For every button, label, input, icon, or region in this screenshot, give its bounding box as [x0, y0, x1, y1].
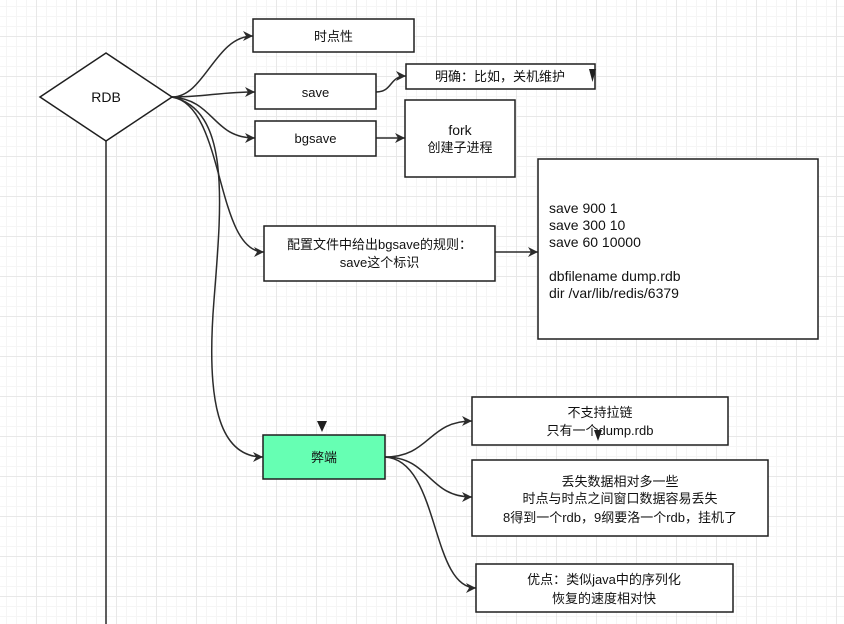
node-drawbacks[interactable]: 弊端 [262, 421, 386, 480]
save-note-label: 明确：比如，关机维护 [435, 69, 565, 84]
advantages-line-2: 恢复的速度相对快 [552, 591, 656, 606]
save-box [254, 73, 377, 110]
save-label: save [302, 85, 329, 100]
node-fork[interactable]: fork 创建子进程 [404, 99, 516, 178]
advantages-line-1: 优点：类似java中的序列化 [527, 572, 681, 587]
node-bgsave[interactable]: bgsave [254, 120, 377, 157]
no-zipper-line-1: 不支持拉链 [567, 405, 632, 420]
node-no-zipper[interactable]: 不支持拉链 只有一个dump.rdb [471, 396, 729, 446]
bgsave-box [254, 120, 377, 157]
no-zipper-box [471, 396, 729, 446]
bgsave-label: bgsave [295, 131, 337, 146]
drawbacks-box [262, 434, 386, 480]
node-rdb[interactable]: RDB [38, 52, 174, 142]
edge-rdb-to-timepoint[interactable] [171, 31, 254, 98]
edge-drawbacks-to-data-loss[interactable] [384, 456, 473, 502]
rdb-diamond [38, 52, 174, 142]
drawbacks-stray-arrow [317, 421, 327, 432]
config-file-line-1: save 900 1 [549, 200, 618, 216]
node-timepoint[interactable]: 时点性 [252, 18, 415, 53]
config-file-line-4: dbfilename dump.rdb [549, 268, 681, 284]
edge-drawbacks-to-no-zipper[interactable] [384, 416, 473, 458]
node-advantages[interactable]: 优点：类似java中的序列化 恢复的速度相对快 [475, 563, 734, 613]
fork-box [404, 99, 516, 178]
config-rule-line-2: save这个标识 [340, 255, 419, 270]
node-config-file[interactable]: save 900 1 save 300 10 save 60 10000 dbf… [537, 158, 819, 340]
node-save-note[interactable]: 明确：比如，关机维护 [405, 63, 596, 90]
edge-rdb-to-drawbacks[interactable] [171, 96, 264, 462]
config-file-line-2: save 300 10 [549, 217, 625, 233]
config-file-line-3: save 60 10000 [549, 234, 641, 250]
edge-drawbacks-to-advantages[interactable] [384, 456, 477, 593]
fork-label-line-2: 创建子进程 [427, 140, 492, 155]
node-config-rule[interactable]: 配置文件中给出bgsave的规则： save这个标识 [263, 225, 496, 282]
timepoint-label: 时点性 [314, 29, 353, 44]
fork-label-line-1: fork [448, 122, 472, 138]
config-rule-box [263, 225, 496, 282]
advantages-box [475, 563, 734, 613]
edge-save-to-save-note[interactable] [375, 71, 407, 93]
data-loss-line-3: 8得到一个rdb，9纲要洛一个rdb，挂机了 [503, 510, 737, 525]
config-rule-line-1: 配置文件中给出bgsave的规则： [287, 237, 472, 252]
config-file-box [537, 158, 819, 340]
edge-rdb-to-save[interactable] [171, 87, 256, 98]
rdb-label: RDB [91, 89, 121, 105]
node-save[interactable]: save [254, 73, 377, 110]
config-file-line-5: dir /var/lib/redis/6379 [549, 285, 679, 301]
node-data-loss[interactable]: 丢失数据相对多一些 时点与时点之间窗口数据容易丢失 8得到一个rdb，9纲要洛一… [471, 459, 769, 537]
data-loss-box [471, 459, 769, 537]
data-loss-line-1: 丢失数据相对多一些 [561, 474, 678, 489]
edge-rdb-to-bgsave[interactable] [171, 96, 256, 143]
save-note-box [405, 63, 596, 90]
no-zipper-stray-arrow [594, 430, 602, 441]
drawbacks-label: 弊端 [311, 450, 337, 465]
data-loss-line-2: 时点与时点之间窗口数据容易丢失 [522, 491, 717, 506]
timepoint-box [252, 18, 415, 53]
save-note-stray-arrow [589, 69, 596, 82]
